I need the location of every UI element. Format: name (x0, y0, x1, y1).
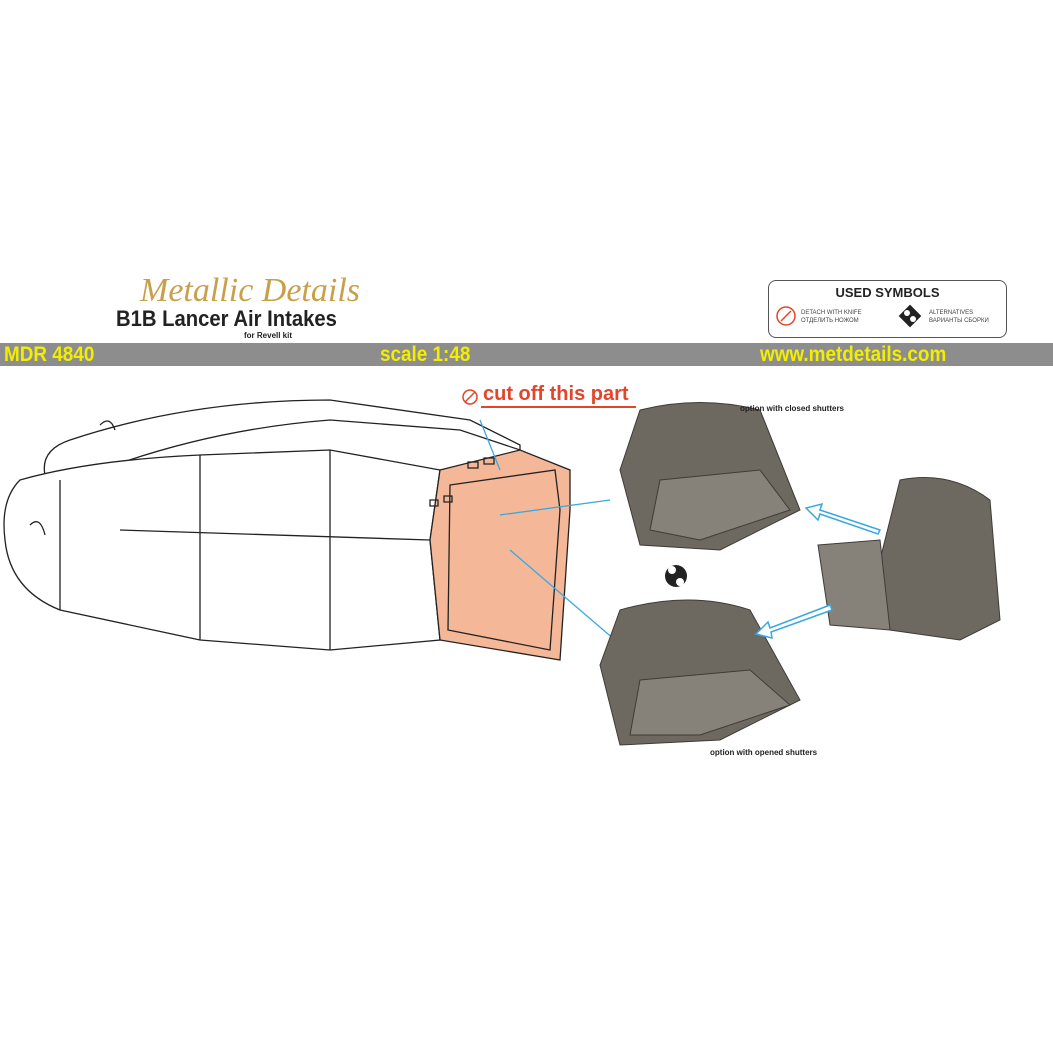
alternatives-en: ALTERNATIVES (929, 310, 974, 316)
product-code: MDR 4840 (4, 343, 95, 366)
scale-label: scale 1:48 (380, 343, 471, 366)
intake-part-closed (619, 402, 801, 551)
pointer-lines (479, 419, 616, 641)
intake-part-opened (599, 599, 801, 746)
assembly-arrows (754, 502, 882, 640)
info-band: MDR 4840 scale 1:48 www.metdetails.com (0, 343, 1053, 366)
knife-icon (776, 306, 796, 326)
alternatives-icon (898, 304, 922, 328)
product-subtitle: for Revell kit (244, 331, 293, 340)
arrow-to-closed (804, 502, 882, 535)
arrow-to-opened (754, 604, 833, 640)
product-title: B1B Lancer Air Intakes (116, 306, 337, 331)
alternatives-ru: ВАРИАНТЫ СБОРКИ (929, 318, 989, 324)
closed-shutters-caption: option with closed shutters (740, 404, 845, 413)
alternatives-marker-icon (665, 565, 687, 587)
detach-en: DETACH WITH KNIFE (801, 310, 862, 316)
opened-shutters-caption: option with opened shutters (710, 748, 818, 757)
alt-b: B (678, 577, 679, 578)
brand-logo: Metallic Details (140, 272, 361, 309)
airframe-outline (3, 399, 571, 661)
detach-ru: ОТДЕЛИТЬ НОЖОМ (801, 318, 859, 324)
alt-a: A (668, 565, 669, 566)
website-link[interactable]: www.metdetails.com (760, 343, 947, 366)
legend-heading: USED SYMBOLS (835, 285, 940, 300)
cut-underline (481, 406, 636, 408)
cut-part (429, 449, 571, 661)
used-symbols-legend: USED SYMBOLS DETACH WITH KNIFE ОТДЕЛИТЬ … (768, 280, 1007, 338)
cut-knife-icon (462, 389, 478, 405)
intake-part-source (817, 477, 1001, 641)
cut-off-label: cut off this part (483, 383, 629, 405)
